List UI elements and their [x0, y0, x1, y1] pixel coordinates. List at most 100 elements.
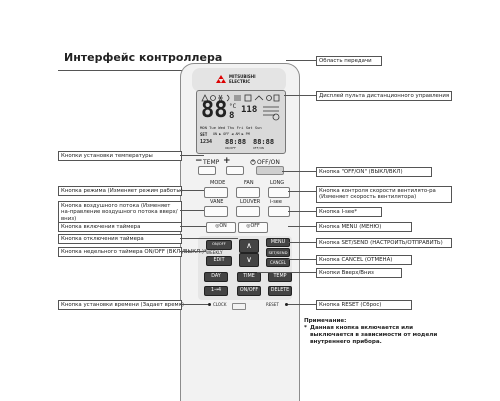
louver-label: LOUVER: [240, 199, 261, 205]
offon-label: OFF/ON: [257, 159, 280, 166]
fan-button[interactable]: [236, 187, 260, 198]
brand-line2: ELECTRIC: [229, 78, 251, 84]
down-button[interactable]: ∨: [239, 253, 259, 267]
up-button[interactable]: ∧: [239, 239, 259, 253]
delete-label: DELETE: [270, 288, 290, 293]
timer-off-prefix: ◎: [246, 224, 251, 229]
cancel-button[interactable]: CANCEL: [266, 258, 290, 267]
clock-label: CLOCK: [213, 302, 227, 307]
display-sub-offon: OFF/ON: [253, 146, 264, 150]
display-days: MON Tue Wed Thu Fri Sat Sun: [200, 125, 262, 130]
timer-off-button[interactable]: ◎OFF: [238, 222, 268, 233]
display-degree: °C: [229, 103, 237, 110]
power-icon: [250, 159, 256, 165]
reset-button[interactable]: [285, 303, 288, 306]
brand-text: MITSUBISHI ELECTRIC: [229, 74, 256, 84]
leader-reset: [288, 304, 316, 305]
display-set-label: SET: [200, 132, 208, 137]
time-label: TIME: [243, 274, 255, 279]
leader-updown: [257, 272, 316, 273]
weekly-label: WEEKLY: [206, 250, 223, 255]
brand-line1: MITSUBISHI: [229, 74, 256, 79]
display-numbers: 1234: [200, 139, 213, 145]
label-reset-button: Кнопка RESET (Сброс): [316, 300, 412, 311]
leader-timer-on: [180, 226, 206, 227]
fan-label: FAN: [244, 180, 254, 186]
off-on-button[interactable]: [256, 166, 284, 175]
label-menu-button: Кнопка MENU (МЕНЮ): [316, 222, 412, 233]
day-label: DAY: [211, 274, 221, 279]
footnote-bullet: *: [304, 325, 307, 331]
day-button[interactable]: DAY: [204, 272, 228, 282]
label-updown-buttons: Кнопки Вверх/Вниз: [316, 268, 402, 279]
page-title: Интерфейс контроллера: [64, 51, 223, 64]
louver-button[interactable]: [236, 206, 260, 217]
long-label: LONG: [270, 180, 285, 186]
leader-transmission: [286, 60, 316, 61]
reset-label: RESET: [266, 302, 279, 307]
mitsubishi-logo-icon: [216, 75, 226, 83]
label-display: Дисплей пульта дистанционного управления: [316, 91, 452, 102]
vane-button[interactable]: [204, 206, 228, 217]
leader-timer-off: [180, 238, 238, 239]
onoff2-button[interactable]: ON/OFF: [237, 286, 261, 296]
timer-on-button[interactable]: ◎ON: [206, 222, 236, 233]
label-clock-button: Кнопка установки времени (Задает время): [58, 300, 184, 311]
label-cancel-button: Кнопка CANCEL (ОТМЕНА): [316, 255, 412, 266]
transmission-area: [192, 68, 286, 92]
delete-button[interactable]: DELETE: [268, 286, 292, 296]
lcd-display: 88 °C 8 118 MON Tue Wed Thu Fri Sat Sun …: [196, 90, 286, 154]
label-weekly-timer: Кнопка недельного таймера ON/OFF (ВКЛ./В…: [58, 247, 207, 258]
temp-down-button[interactable]: [198, 166, 216, 175]
time-button[interactable]: TIME: [237, 272, 261, 282]
edit-label: EDIT: [213, 258, 225, 263]
label-isee-button: Кнопка I-see*: [316, 207, 382, 218]
display-sub-onoff: ON/OFF: [225, 146, 236, 150]
leader-set-send: [288, 242, 316, 243]
temp-up-button[interactable]: [226, 166, 244, 175]
label-transmission-area: Область передачи: [316, 56, 382, 67]
menu-button[interactable]: MENU: [266, 238, 290, 247]
label-timer-on: Кнопка включения таймера: [58, 222, 182, 233]
timer-off-label: OFF: [250, 224, 260, 229]
range-label: 1→4: [210, 288, 222, 293]
footnote-heading: Примечание:: [304, 318, 347, 324]
weekly-onoff-button[interactable]: ON/OFF: [206, 240, 232, 250]
leader-temp: [180, 155, 204, 156]
long-button[interactable]: [268, 187, 290, 198]
cancel-label: CANCEL: [269, 260, 287, 265]
leader-weekly: [180, 251, 206, 252]
mode-label: MODE: [210, 180, 226, 186]
leader-fan: [288, 191, 316, 192]
temperature-bar: − TEMP + OFF/ON: [195, 152, 284, 178]
edit-button[interactable]: EDIT: [206, 256, 232, 266]
leader-offon: [282, 171, 316, 172]
footnote-body: * Данная кнопка включается или выключает…: [304, 325, 444, 346]
leader-vane: [180, 210, 204, 211]
display-time2: 88:88: [253, 138, 275, 146]
isee-button[interactable]: [268, 206, 290, 217]
clock-button[interactable]: [208, 303, 211, 306]
set-send-button[interactable]: SET/SEND: [266, 248, 290, 257]
mode-button[interactable]: [204, 187, 228, 198]
leader-mode: [180, 190, 204, 191]
label-set-send-button: Кнопка SET/SEND (НАСТРОИТЬ/ОТПРАВИТЬ): [316, 238, 452, 249]
temp2-button[interactable]: TEMP: [268, 272, 292, 282]
up-arrow-icon: ∧: [246, 241, 252, 250]
display-set-detail: ON ▶ OFF ◀ AM ▶ PM: [213, 132, 250, 136]
display-time1: 88:88: [225, 138, 247, 146]
leader-display: [284, 95, 316, 96]
label-vane-button: Кнопка воздушного потока (Изменяет на-пр…: [58, 201, 182, 225]
vane-label: VANE: [210, 199, 224, 205]
onoff2-label: ON/OFF: [239, 288, 259, 293]
send-label: SEND: [276, 250, 288, 255]
leader-cancel: [288, 259, 316, 260]
display-big-right: 118: [241, 105, 258, 115]
display-fan-icon: [263, 106, 280, 121]
down-arrow-icon: ∨: [246, 255, 252, 264]
range-button[interactable]: 1→4: [204, 286, 228, 296]
isee-label: i-see: [270, 199, 282, 205]
footnote-text: Данная кнопка включается или выключается…: [310, 325, 438, 345]
label-mode-button: Кнопка режима (Изменяет режим работы): [58, 186, 183, 197]
timer-on-label: ON: [219, 224, 227, 229]
